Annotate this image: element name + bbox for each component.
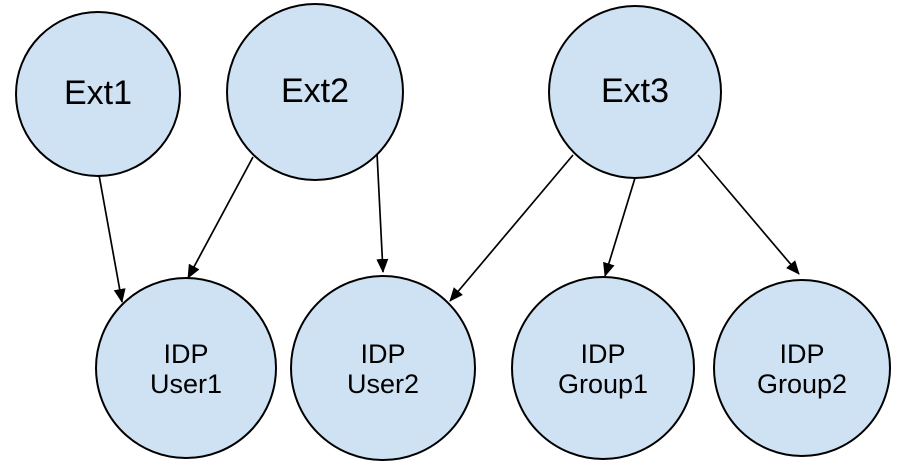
node-ext1-circle (15, 11, 181, 177)
node-ext3-circle (548, 5, 722, 179)
node-ext3-label: Ext3 (601, 72, 669, 110)
node-idp-user2-circle (290, 275, 476, 461)
node-idp-user1-circle (95, 277, 277, 459)
node-idp-group1-circle (511, 276, 695, 460)
node-ext1: Ext1 (15, 11, 181, 177)
node-idp-user2: IDP User2 (290, 275, 476, 461)
node-idp-user2-label-line2: User2 (347, 369, 419, 399)
edge-ext1-to-idp-user1 (98, 174, 126, 303)
edge-ext2-to-idp-user2 (376, 152, 389, 273)
node-ext2-label: Ext2 (281, 72, 349, 110)
node-idp-user1-label-line2: User1 (150, 369, 222, 399)
node-idp-group1: IDP Group1 (511, 276, 695, 460)
node-idp-group2-label-line1: IDP (779, 339, 824, 369)
node-ext1-label: Ext1 (64, 74, 132, 112)
edge-ext3-to-idp-group2 (697, 154, 800, 275)
node-idp-group1-label-line2: Group1 (558, 369, 648, 399)
node-ext2-circle (226, 3, 404, 181)
node-idp-group2: IDP Group2 (713, 279, 891, 457)
node-idp-user1-label-line1: IDP (163, 339, 208, 369)
node-ext2: Ext2 (226, 3, 404, 181)
edge-ext3-to-idp-user2 (449, 154, 574, 302)
edge-ext2-to-idp-user1 (187, 156, 254, 279)
node-idp-user1: IDP User1 (95, 277, 277, 459)
node-ext3: Ext3 (548, 5, 722, 179)
edge-layer (98, 152, 800, 303)
node-idp-group1-label-line1: IDP (580, 339, 625, 369)
node-idp-group2-circle (713, 279, 891, 457)
edge-ext3-to-idp-group1 (603, 177, 636, 277)
node-idp-group2-label-line2: Group2 (757, 369, 847, 399)
node-idp-user2-label-line1: IDP (360, 339, 405, 369)
